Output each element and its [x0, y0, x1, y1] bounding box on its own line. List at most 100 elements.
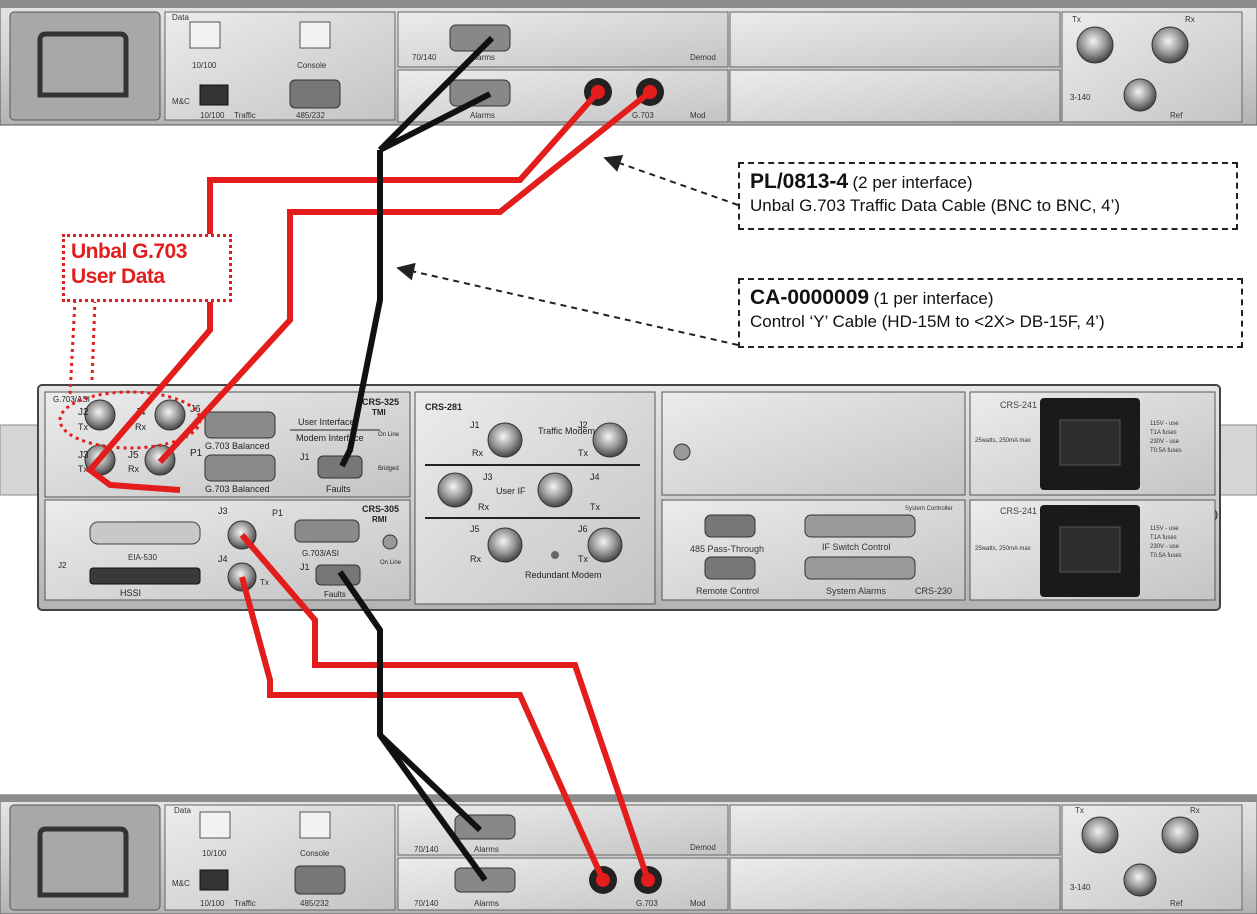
top-label-console: Console: [297, 61, 327, 70]
bottom-label-demod: Demod: [690, 843, 716, 852]
psu-lower-watts: 25watts, 250mA max: [975, 546, 1031, 552]
crs281-label-tx3: Tx: [578, 554, 588, 564]
rmi-g703asi-port[interactable]: [295, 520, 359, 542]
top-ref-connector[interactable]: [1124, 79, 1156, 111]
bottom-label-g703: G.703: [636, 899, 658, 908]
tmi-j2-bnc[interactable]: [85, 400, 115, 430]
traffic-port[interactable]: [200, 870, 228, 890]
crs281-j1-bnc[interactable]: [488, 423, 522, 457]
top-label-lband: 3-140: [1070, 93, 1091, 102]
rmi-label-j2: J2: [58, 561, 67, 570]
tmi-label-user-interface: User Interface: [298, 417, 355, 427]
top-lband-tx-connector[interactable]: [1077, 27, 1113, 63]
tmi-label-g703asi: G.703/ASI: [53, 395, 90, 404]
crs281-label-tx1: Tx: [578, 448, 588, 458]
pass-through-port[interactable]: [705, 515, 755, 537]
serial-port[interactable]: [295, 866, 345, 894]
tmi-label-p1: P1: [190, 448, 203, 459]
crs230-label-if-switch: IF Switch Control: [822, 542, 891, 552]
crs281-j5-bnc[interactable]: [488, 528, 522, 562]
crs281-label-rx1: Rx: [472, 448, 483, 458]
user-data-line1: Unbal G.703: [71, 239, 223, 264]
top-label-serial: 485/232: [296, 111, 325, 120]
rmi-faults-port[interactable]: [316, 565, 360, 585]
tmi-name: TMI: [372, 408, 386, 417]
top-lband-rx-connector[interactable]: [1152, 27, 1188, 63]
bottom-label-serial: 485/232: [300, 899, 329, 908]
arrow-control-cable: [398, 268, 738, 345]
psu-upper-fuse2: T1A fuses: [1150, 430, 1177, 436]
tmi-faults-port[interactable]: [318, 456, 362, 478]
top-label-alarms-lower: Alarms: [470, 111, 495, 120]
bottom-label-tx: Tx: [1075, 806, 1084, 815]
bottom-label-lan: 10/100: [202, 849, 227, 858]
tmi-label-rx1: Rx: [135, 422, 146, 432]
bottom-lband-rx-connector[interactable]: [1162, 817, 1198, 853]
tmi-balanced-modem-port[interactable]: [205, 455, 275, 481]
bottom-label-rx: Rx: [1190, 806, 1200, 815]
crs281-label-user-if: User IF: [496, 486, 526, 496]
tmi-label-j2: J2: [78, 407, 89, 418]
lan-port[interactable]: [190, 22, 220, 48]
crs281-label-rx2: Rx: [478, 502, 489, 512]
top-label-mod: Mod: [690, 111, 706, 120]
arrow-traffic-cable: [605, 158, 738, 205]
callout-traffic-cable: PL/0813-4 (2 per interface) Unbal G.703 …: [738, 162, 1238, 230]
callout-user-data: Unbal G.703 User Data: [62, 234, 232, 302]
bottom-label-if-lower: 70/140: [414, 899, 439, 908]
psu-lower-fuse4: T0.5A fuses: [1150, 553, 1182, 559]
traffic-cable-qty: (2 per interface): [853, 173, 973, 192]
console-port[interactable]: [300, 812, 330, 838]
rmi-name: RMI: [372, 515, 387, 524]
psu-lower-fuse1: 115V - use: [1150, 526, 1179, 532]
lan-port[interactable]: [200, 812, 230, 838]
crs281-j6-bnc[interactable]: [588, 528, 622, 562]
console-port[interactable]: [300, 22, 330, 48]
bottom-label-alarms-lower: Alarms: [474, 899, 499, 908]
top-label-traffic: Traffic: [234, 111, 256, 120]
tmi-label-j3: J3: [78, 450, 89, 461]
top-label-demod: Demod: [690, 53, 716, 62]
crs281-j4-bnc[interactable]: [538, 473, 572, 507]
bottom-modem: Data 10/100 Console M&C 10/100 Traffic 4…: [0, 795, 1257, 914]
rmi-label-eia530: EIA-530: [128, 553, 157, 562]
system-alarms-port[interactable]: [805, 557, 915, 579]
top-label-ref: Ref: [1170, 111, 1183, 120]
rmi-label-tx: Tx: [260, 578, 269, 587]
psu-lower-fuse2: T1A fuses: [1150, 535, 1177, 541]
eia530-port[interactable]: [90, 522, 200, 544]
hssi-port[interactable]: [90, 568, 200, 584]
bottom-label-alarms-upper: Alarms: [474, 845, 499, 854]
bottom-ref-connector[interactable]: [1124, 864, 1156, 896]
tmi-label-online: On Line: [378, 432, 400, 438]
tmi-label-rx2: Rx: [128, 464, 139, 474]
control-cable-qty: (1 per interface): [874, 289, 994, 308]
if-switch-control-port[interactable]: [805, 515, 915, 537]
traffic-cable-desc: Unbal G.703 Traffic Data Cable (BNC to B…: [750, 196, 1226, 216]
tmi-label-faults: Faults: [326, 484, 351, 494]
user-data-line2: User Data: [71, 264, 223, 289]
remote-control-port[interactable]: [705, 557, 755, 579]
crs281-j3-bnc[interactable]: [438, 473, 472, 507]
tmi-label-balanced2: G.703 Balanced: [205, 484, 270, 494]
top-label-g703: G.703: [632, 111, 654, 120]
psu-upper-model: CRS-241: [1000, 400, 1037, 410]
top-label-lan: 10/100: [192, 61, 217, 70]
crs281-label-rx3: Rx: [470, 554, 481, 564]
rmi-label-hssi: HSSI: [120, 588, 141, 598]
bottom-lband-tx-connector[interactable]: [1082, 817, 1118, 853]
crs281-j2-bnc[interactable]: [593, 423, 627, 457]
tmi-j4-bnc[interactable]: [155, 400, 185, 430]
crs230-label-pass-through: 485 Pass-Through: [690, 544, 764, 554]
tmi-label-tx1: Tx: [78, 422, 88, 432]
crs230-label-sys-ctrl: System Controller: [905, 506, 953, 512]
control-cable-desc: Control ‘Y’ Cable (HD-15M to <2X> DB-15F…: [750, 312, 1231, 332]
crs281-label-j1: J1: [470, 420, 480, 430]
callout-control-cable: CA-0000009 (1 per interface) Control ‘Y’…: [738, 278, 1243, 348]
traffic-port[interactable]: [200, 85, 228, 105]
tmi-balanced-user-port[interactable]: [205, 412, 275, 438]
tmi-label-balanced1: G.703 Balanced: [205, 441, 270, 451]
serial-port[interactable]: [290, 80, 340, 108]
rmi-label-faults: Faults: [324, 590, 346, 599]
psu-upper-fuse1: 115V - use: [1150, 421, 1179, 427]
